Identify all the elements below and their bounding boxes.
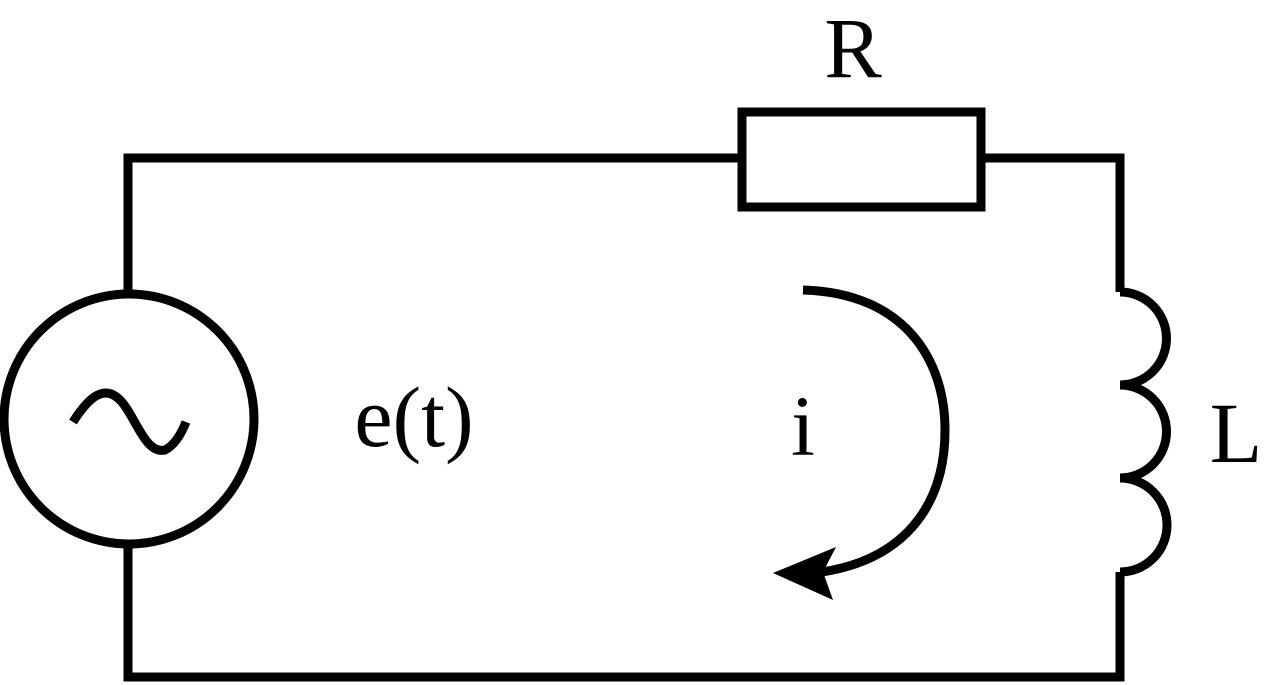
- circuit-wires: [123, 153, 1125, 682]
- voltage-source: [0, 289, 259, 549]
- sine-wave-icon: [69, 388, 191, 455]
- source-circle: [0, 289, 259, 549]
- wire-top-right: [981, 153, 1125, 292]
- current-arc: [802, 285, 950, 577]
- resistor-label: R: [824, 0, 882, 96]
- current-arrow: [773, 285, 950, 600]
- inductor-label: L: [1210, 385, 1263, 481]
- wire-bottom: [123, 545, 1125, 682]
- wire-top-left: [123, 153, 742, 295]
- source-label: e(t): [354, 369, 473, 465]
- inductor-symbol: [1119, 287, 1172, 577]
- resistor-symbol: [737, 107, 986, 212]
- clockwise-arrow-icon: [773, 547, 836, 600]
- current-label: i: [791, 378, 815, 474]
